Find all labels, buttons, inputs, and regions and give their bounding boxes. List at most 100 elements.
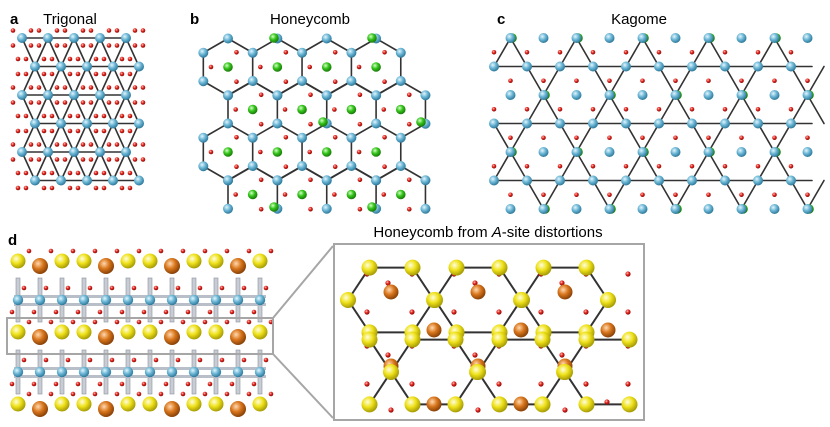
oxygen-atom xyxy=(158,248,164,254)
b-site-atom xyxy=(687,61,697,72)
b-site-atom xyxy=(95,147,105,157)
octahedron-layer xyxy=(14,295,266,298)
oxygen-atom xyxy=(75,185,81,191)
bond xyxy=(73,37,88,68)
oxygen-atom xyxy=(10,142,16,147)
b-site-atom xyxy=(670,147,681,157)
oxygen-atom xyxy=(153,357,159,363)
oxygen-atom xyxy=(114,142,120,147)
oxygen-atom xyxy=(640,78,645,84)
oxygen-atom xyxy=(197,357,203,363)
bond xyxy=(34,122,49,153)
b-site-atom xyxy=(654,118,664,129)
oxygen-atom xyxy=(15,71,21,77)
a-site-atom-orange xyxy=(98,329,114,345)
b-site-atom xyxy=(395,132,406,143)
bond xyxy=(757,37,776,68)
a-site-atom-yellow xyxy=(404,331,421,348)
trigonal-lattice xyxy=(10,28,146,191)
oxygen-atom xyxy=(364,309,370,315)
oxygen-atom xyxy=(234,134,239,140)
b-site-atom xyxy=(637,90,648,100)
oxygen-atom xyxy=(49,56,55,62)
oxygen-atom xyxy=(282,107,288,112)
oxygen-atom xyxy=(175,357,181,363)
b-site-atom xyxy=(30,175,40,186)
oxygen-atom xyxy=(41,113,47,119)
a-site-atom-orange xyxy=(230,329,246,345)
oxygen-atom xyxy=(53,309,59,315)
oxygen-atom xyxy=(268,248,274,254)
b-site-atom xyxy=(395,47,406,58)
bond xyxy=(641,151,660,182)
a-site-atom-orange xyxy=(426,322,442,338)
b-site-atom xyxy=(769,33,780,43)
b-site-atom xyxy=(108,175,118,186)
oxygen-atom xyxy=(202,391,208,397)
b-site-atom xyxy=(637,204,648,214)
oxygen-atom xyxy=(406,177,412,183)
oxygen-atom xyxy=(153,285,159,291)
oxygen-atom xyxy=(54,85,60,90)
oxygen-atom xyxy=(308,121,313,127)
b-site-atom xyxy=(56,118,66,129)
bond xyxy=(99,37,114,68)
a-site-atom-orange xyxy=(32,329,48,345)
a-site-atom-yellow xyxy=(361,396,378,413)
b-site-atom xyxy=(538,204,549,214)
a-site-atom-yellow xyxy=(10,396,26,412)
a-site-atom-yellow xyxy=(142,396,158,412)
bond xyxy=(99,122,114,153)
bond xyxy=(559,151,578,182)
oxygen-atom xyxy=(706,78,711,84)
a-site-atom-yellow xyxy=(404,259,421,276)
oxygen-atom xyxy=(101,56,107,62)
oxygen-atom xyxy=(524,49,530,55)
bond xyxy=(112,94,127,125)
oxygen-atom xyxy=(788,106,794,112)
a-site-atom xyxy=(272,62,283,72)
oxygen-atom xyxy=(562,407,568,413)
bond xyxy=(21,37,36,68)
a-site-atom xyxy=(247,104,258,115)
a-site-atom-orange xyxy=(98,258,114,274)
oxygen-atom xyxy=(557,163,563,169)
oxygen-atom xyxy=(140,100,146,105)
bond xyxy=(47,122,62,153)
side-view-layered-structure xyxy=(9,248,274,417)
oxygen-atom xyxy=(625,271,631,277)
oxygen-atom xyxy=(246,391,252,397)
oxygen-atom xyxy=(219,357,225,363)
oxygen-atom xyxy=(607,135,612,141)
bond xyxy=(60,65,75,96)
b-site-atom xyxy=(720,118,730,129)
oxygen-atom xyxy=(451,309,457,315)
b-site-atom xyxy=(34,294,46,306)
oxygen-atom xyxy=(70,319,76,325)
oxygen-atom xyxy=(28,142,34,147)
bond xyxy=(575,37,594,68)
a-site-atom-yellow xyxy=(186,253,202,269)
a-site-atom-yellow xyxy=(534,396,551,413)
oxygen-atom xyxy=(640,135,645,141)
b-site-atom xyxy=(254,366,266,378)
oxygen-atom xyxy=(75,113,81,119)
oxygen-atom xyxy=(80,157,86,162)
bond xyxy=(707,37,726,68)
bond xyxy=(592,179,611,210)
oxygen-atom xyxy=(36,43,42,48)
panel-c-title: Kagome xyxy=(611,11,667,28)
bond xyxy=(625,122,644,153)
oxygen-atom xyxy=(623,163,629,169)
oxygen-atom xyxy=(136,391,142,397)
bond xyxy=(806,94,825,125)
oxygen-atom xyxy=(127,185,133,191)
a-site-atom xyxy=(416,117,426,127)
oxygen-atom xyxy=(229,309,235,315)
oxygen-atom xyxy=(88,85,94,90)
bond xyxy=(691,37,710,68)
bond xyxy=(790,94,809,125)
bond xyxy=(806,65,825,96)
a-site-atom-yellow xyxy=(208,396,224,412)
bond xyxy=(47,65,62,96)
